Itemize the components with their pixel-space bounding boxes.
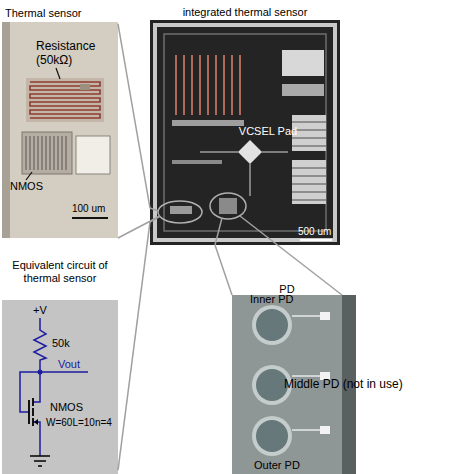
schematic-background [2,300,118,474]
part-label: Inner PD [250,293,310,306]
leader-line [215,218,222,245]
component-value: 50k [52,337,82,350]
part-label: VCSEL Pad [228,125,308,138]
chip-trace [172,160,222,164]
photo-panel: PD [232,280,342,474]
leader-line [215,245,232,295]
photo-panel: integrated thermal sensor [150,2,340,245]
contact [80,84,90,90]
leader-line [118,222,150,470]
micrograph-edge [2,22,10,238]
chip-trace [172,120,244,126]
component-name: NMOS [50,401,90,414]
chip-traces [176,55,240,115]
component-value: W=60L=10n=4 [46,417,116,429]
pd-trace [292,316,320,430]
chip-seal-ring [155,25,335,240]
highlight-ellipse [158,201,202,223]
leader-line [118,24,150,208]
chip-block [282,84,324,96]
part-label: Outer PD [254,459,314,472]
chip-device [170,206,192,214]
leader-line [56,68,60,79]
photodiode-ring [252,305,292,345]
part-label: Middle PD (not in use) [284,378,434,392]
schematic-wire [20,318,88,456]
part-label: Resistance (50kΩ) [36,40,108,68]
nmos-area [22,132,72,174]
panel-heading: integrated thermal sensor [150,6,340,19]
bond-pad [320,426,330,434]
leader-line [118,216,160,238]
scale-bar [300,239,332,241]
highlight-ellipse [210,193,246,219]
photodiode [256,369,288,401]
vcsel-pad [238,140,262,164]
scale-bar [72,217,108,219]
chip-block [292,160,326,204]
junction-dot [38,370,43,375]
pin-label: +V [33,304,57,317]
photodiode [256,309,288,341]
photodiode-ring [252,416,292,456]
chip-background [150,20,340,245]
leader-line [150,208,158,211]
bond-pad [76,136,110,174]
micrograph-background [2,22,118,238]
resistor-serpentine [30,82,100,118]
panel-heading: Equivalent circuit of thermal sensor [2,259,118,284]
resistor-area [26,78,104,122]
signal-name: Vout [58,358,94,371]
part-label: NMOS [10,180,50,193]
scale-label: 500 um [298,226,338,238]
nmos-fingers [26,136,66,170]
scale-label: 100 um [72,203,118,215]
panel-heading: Thermal sensor [5,7,115,20]
chip-device [219,198,237,214]
nmos-arrow [34,419,38,425]
nmos-symbol [29,398,33,426]
leader-line [26,172,32,180]
photodiode [256,420,288,452]
chip-block [282,50,324,76]
bond-pad [320,312,330,320]
ground-symbol [30,456,50,466]
